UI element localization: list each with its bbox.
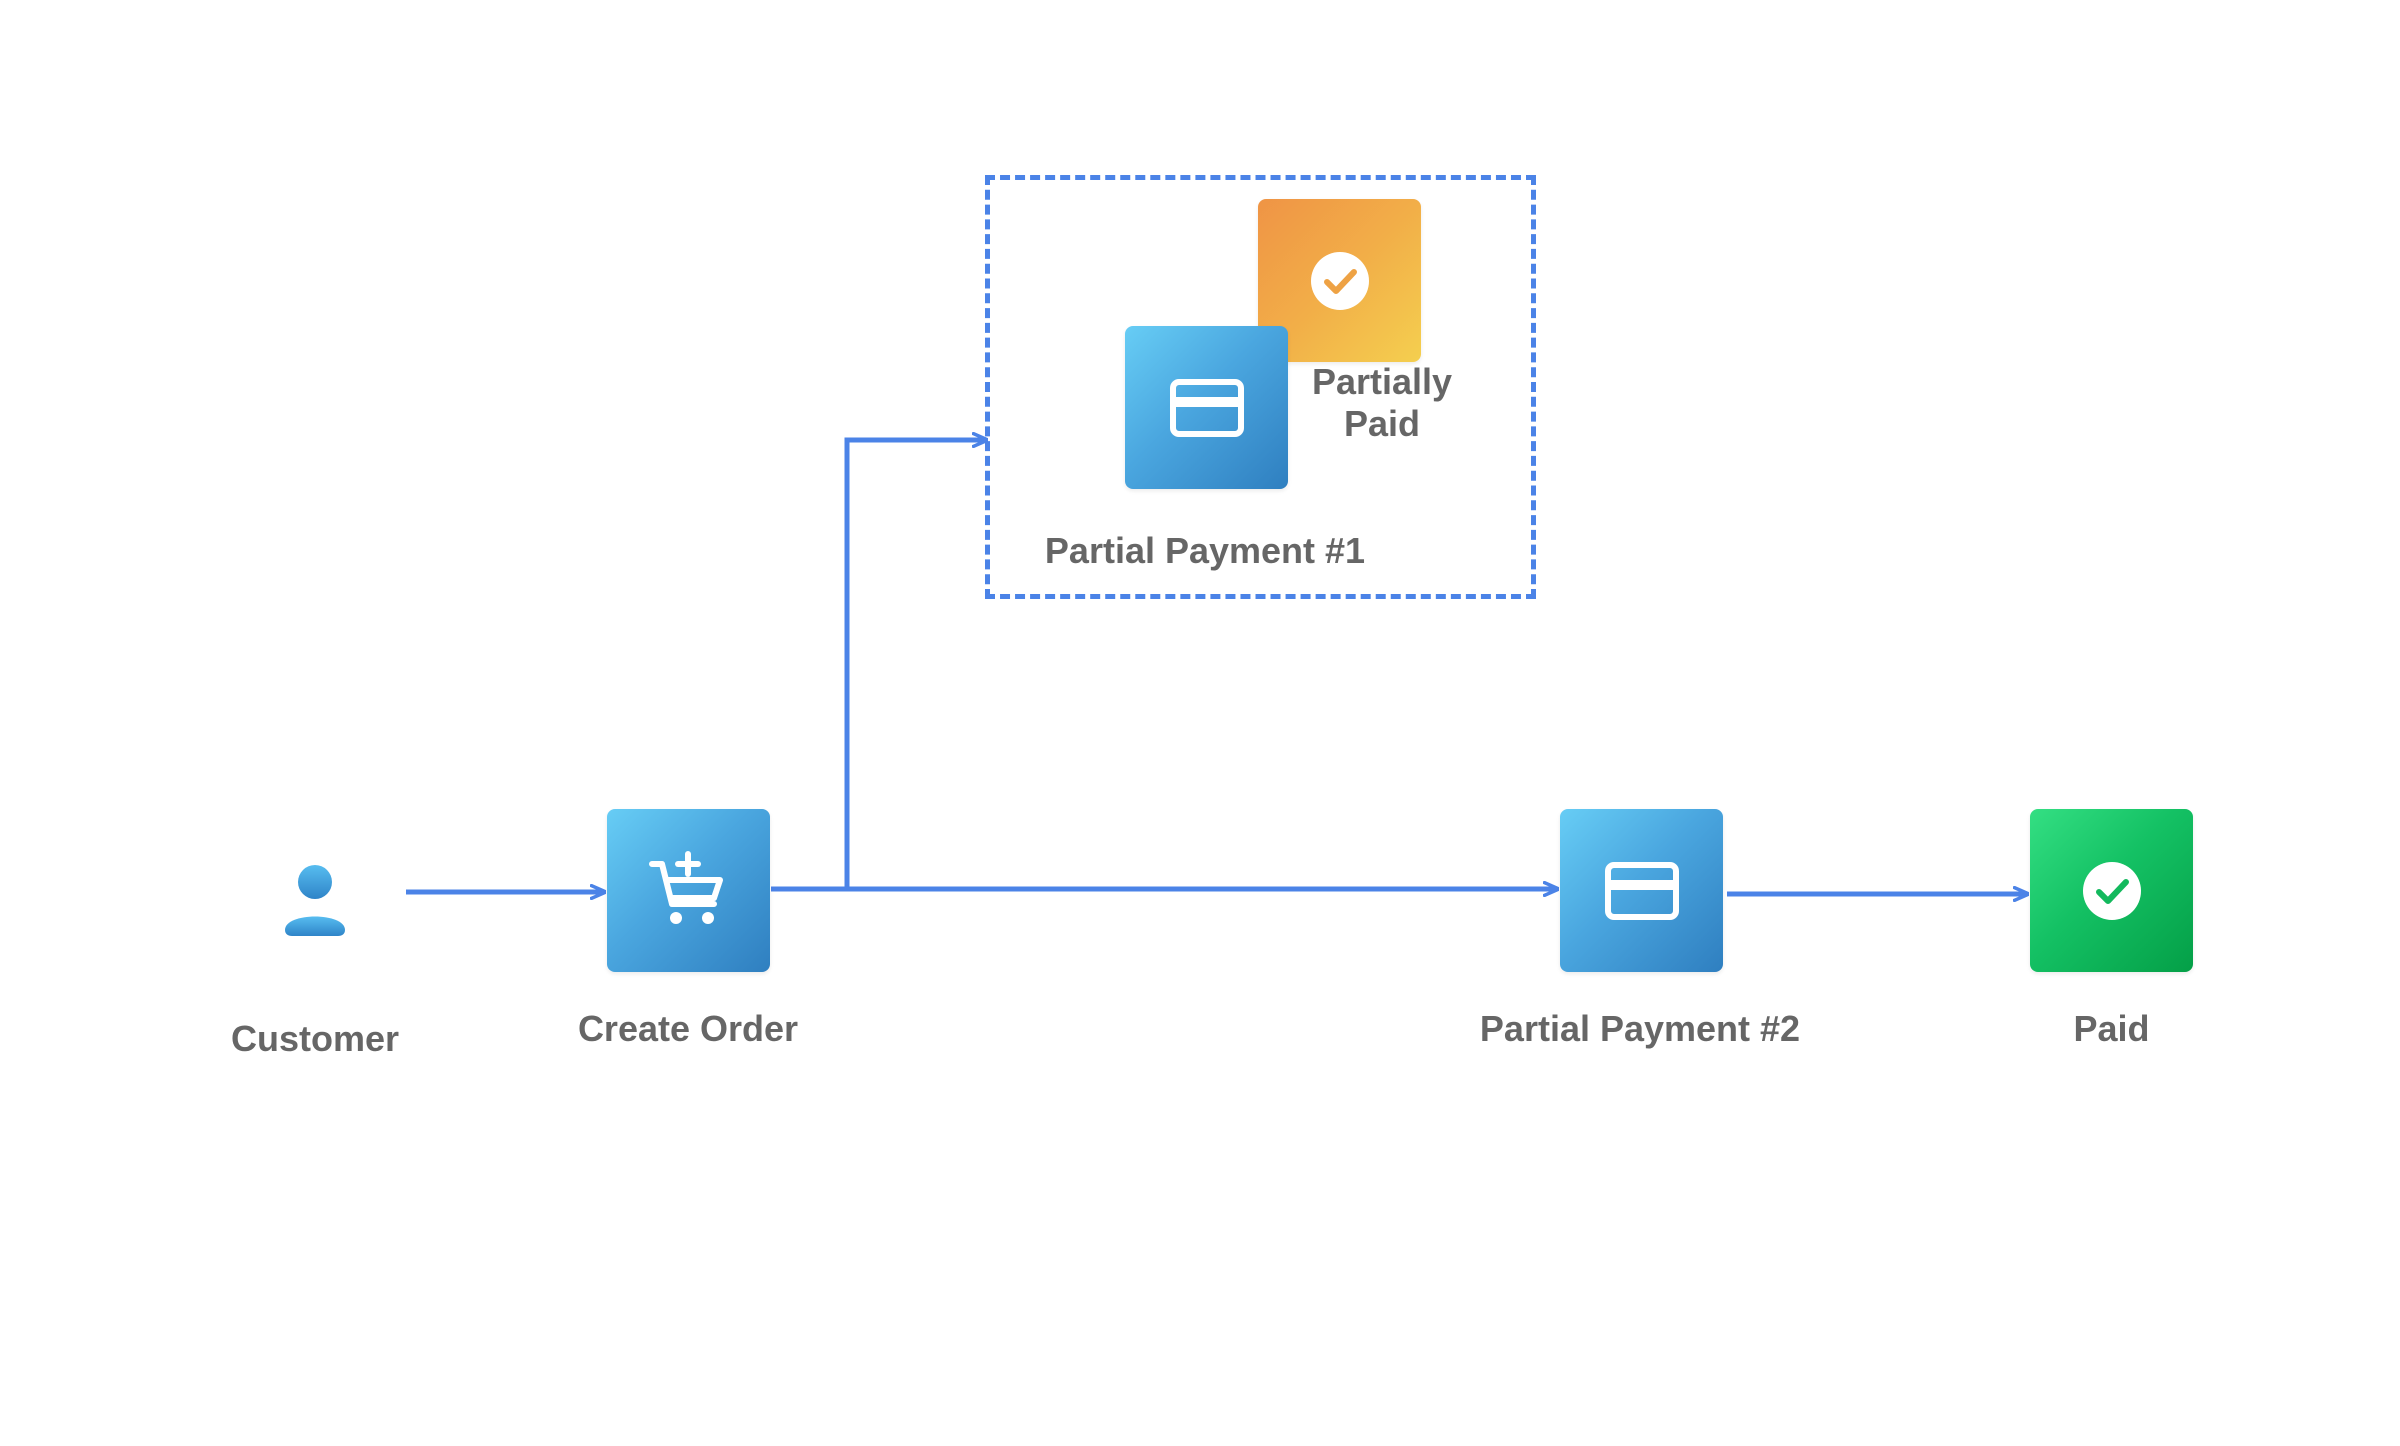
credit-card-icon	[1169, 378, 1244, 437]
connector-create-order-to-partial-payment-1	[771, 440, 986, 892]
customer-label: Customer	[230, 1018, 400, 1059]
credit-card-icon	[1604, 861, 1679, 920]
partial-payment-1-label: Partial Payment #1	[1044, 530, 1366, 571]
check-circle-icon	[2082, 861, 2141, 920]
partial-payment-2-node[interactable]	[1560, 809, 1723, 972]
partial-payment-1-group	[985, 175, 1536, 599]
user-icon	[285, 865, 345, 936]
partial-payment-2-label: Partial Payment #2	[1479, 1008, 1801, 1049]
partial-payment-1-node[interactable]	[1125, 326, 1288, 489]
check-circle-icon	[1310, 251, 1369, 310]
paid-label: Paid	[2073, 1008, 2150, 1049]
add-to-cart-icon	[648, 850, 723, 924]
create-order-label: Create Order	[577, 1008, 799, 1049]
partially-paid-label: Partially Paid	[1311, 361, 1453, 445]
paid-node[interactable]	[2030, 809, 2193, 972]
customer-node[interactable]	[265, 850, 365, 950]
create-order-node[interactable]	[607, 809, 770, 972]
